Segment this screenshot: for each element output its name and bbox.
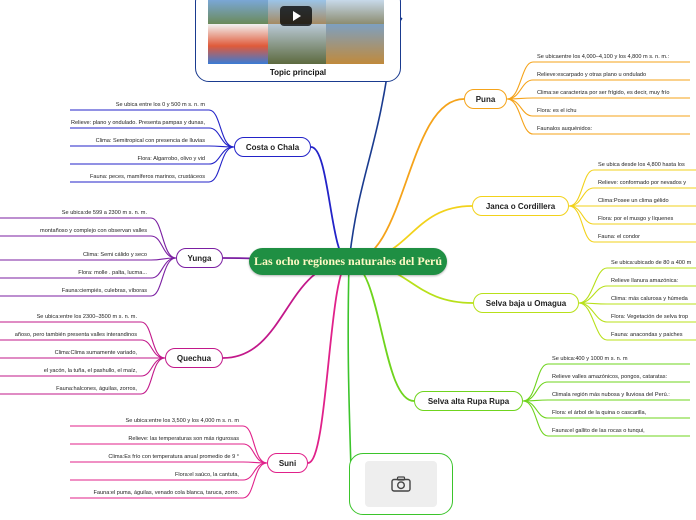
leaf-selvaalta[interactable]: Se ubica:400 y 1000 m s. n. m bbox=[552, 356, 628, 362]
leaf-quechua[interactable]: Fauna:halcones, águilas, zorros, bbox=[56, 386, 137, 392]
leaf-yunga[interactable]: montañoso y complejo con observan valles bbox=[40, 228, 147, 234]
leaf-puna[interactable]: Se ubicaentre los 4,000–4,100 y los 4,80… bbox=[537, 54, 670, 60]
leaf-janca[interactable]: Flora: por el musgo y líquenes bbox=[598, 216, 674, 222]
camera-icon bbox=[391, 476, 411, 492]
leaf-suni[interactable]: Relieve: las temperaturas son más riguro… bbox=[128, 436, 239, 442]
leaf-quechua[interactable]: Clima:Clima sumamente variado, bbox=[54, 350, 137, 356]
topic-selva-alta[interactable]: Selva alta Rupa Rupa bbox=[414, 391, 523, 411]
leaf-connector bbox=[578, 302, 608, 341]
leaf-connector bbox=[140, 321, 166, 359]
leaf-selvaalta[interactable]: Fauna:el gallito de las rocas o tunqui, bbox=[552, 428, 645, 434]
leaf-connector bbox=[568, 205, 595, 243]
leaf-connector bbox=[150, 217, 177, 259]
central-topic[interactable]: Las ocho regiones naturales del Perú bbox=[249, 248, 447, 275]
leaf-connector bbox=[140, 357, 166, 395]
leaf-selvabaja[interactable]: Relieve llanura amazónica: bbox=[611, 278, 679, 284]
leaf-connector bbox=[506, 98, 534, 135]
leaf-yunga[interactable]: Se ubica:de 599 a 2300 m s. n. m. bbox=[61, 210, 147, 216]
branch-suni bbox=[307, 261, 350, 464]
leaf-selvabaja[interactable]: Clima: más calurosa y húmeda bbox=[611, 296, 688, 302]
leaf-selvabaja[interactable]: Flora: Vegetación de selva trop bbox=[611, 314, 689, 320]
leaf-yunga[interactable]: Clima: Semi cálido y seco bbox=[82, 252, 147, 258]
topic-costa[interactable]: Costa o Chala bbox=[234, 137, 311, 157]
leaf-connector bbox=[242, 462, 268, 499]
branch-costa bbox=[310, 146, 350, 263]
leaf-quechua[interactable]: añoso, pero también presenta valles inte… bbox=[14, 332, 137, 338]
leaf-selvaalta[interactable]: Climala región más nubosa y lluviosa del… bbox=[552, 392, 670, 398]
leaf-connector bbox=[578, 267, 608, 304]
leaf-selvaalta[interactable]: Relieve valles amazónicos, pongos, catar… bbox=[552, 374, 668, 380]
leaf-costa[interactable]: Flora: Algarrobo, olivo y vid bbox=[137, 156, 205, 162]
topic-yunga[interactable]: Yunga bbox=[176, 248, 223, 268]
branch-selvaalta bbox=[348, 261, 415, 402]
topic-selva-baja[interactable]: Selva baja u Omagua bbox=[473, 293, 579, 313]
leaf-connector bbox=[568, 169, 595, 207]
leaf-connector bbox=[242, 425, 268, 464]
camera-icon-box[interactable] bbox=[365, 461, 437, 507]
leaf-connector bbox=[522, 363, 549, 402]
leaf-quechua[interactable]: el yacón, la tuña, el pashullo, el maíz, bbox=[43, 368, 137, 374]
leaf-connector bbox=[150, 235, 177, 259]
leaf-connector bbox=[208, 146, 235, 183]
leaf-puna[interactable]: Faunalos auquénidos: bbox=[537, 126, 593, 132]
topic-puna[interactable]: Puna bbox=[464, 89, 507, 109]
leaf-connector bbox=[150, 257, 177, 297]
leaf-suni[interactable]: Se ubica:entre los 3,500 y los 4,000 m s… bbox=[125, 418, 240, 424]
topic-janca[interactable]: Janca o Cordillera bbox=[472, 196, 569, 216]
leaf-selvabaja[interactable]: Se ubica:ubicado de 80 a 400 m bbox=[611, 260, 692, 266]
leaf-yunga[interactable]: Flora: molle . palta, lucma... bbox=[78, 270, 147, 276]
topic-quechua[interactable]: Quechua bbox=[165, 348, 223, 368]
leaf-connector bbox=[208, 109, 235, 148]
play-icon[interactable] bbox=[280, 6, 312, 26]
leaf-selvabaja[interactable]: Fauna: anacondas y paiches bbox=[611, 332, 683, 338]
leaf-suni[interactable]: Clima:Es frío con temperatura anual prom… bbox=[108, 454, 239, 460]
leaf-costa[interactable]: Fauna: peces, mamíferos marinos, crustác… bbox=[89, 174, 205, 180]
leaf-suni[interactable]: Fauna:el puma, águilas, venado cola blan… bbox=[93, 490, 239, 496]
leaf-connector bbox=[522, 400, 549, 437]
leaf-connector bbox=[506, 61, 534, 100]
leaf-costa[interactable]: Relieve: plano y ondulado. Presenta pamp… bbox=[70, 120, 205, 126]
leaf-connector bbox=[578, 285, 608, 304]
leaf-janca[interactable]: Relieve: conformado por nevados y bbox=[598, 180, 686, 186]
leaf-janca[interactable]: Se ubica desde los 4,800 hasta los bbox=[598, 162, 685, 168]
leaf-puna[interactable]: Relieve:escarpado y otras plano u ondula… bbox=[537, 72, 647, 78]
leaf-janca[interactable]: Fauna: el condor bbox=[598, 234, 640, 240]
leaf-suni[interactable]: Flora:el saúco, la cantuta, bbox=[174, 472, 239, 478]
leaf-costa[interactable]: Clima: Semitropical con presencia de llu… bbox=[95, 138, 205, 144]
leaf-selvaalta[interactable]: Flora: el árbol de la quina o cascarilla… bbox=[552, 410, 647, 416]
leaf-puna[interactable]: Flora: es el ichu bbox=[537, 108, 577, 114]
leaf-janca[interactable]: Clima:Posee un clima gélido bbox=[598, 198, 669, 204]
connector-photo-node bbox=[347, 261, 352, 471]
leaf-quechua[interactable]: Se ubica:entre los 2300–3500 m s. n. m. bbox=[36, 314, 137, 320]
leaf-costa[interactable]: Se ubica entre los 0 y 500 m s. n. m bbox=[115, 102, 205, 108]
topic-suni[interactable]: Suni bbox=[267, 453, 308, 473]
leaf-yunga[interactable]: Fauna:ciempiés, culebras, víboras bbox=[61, 288, 147, 294]
image-caption: Topic principal bbox=[269, 68, 327, 77]
leaf-puna[interactable]: Clima:se caracteriza por ser frígido, es… bbox=[537, 90, 670, 96]
